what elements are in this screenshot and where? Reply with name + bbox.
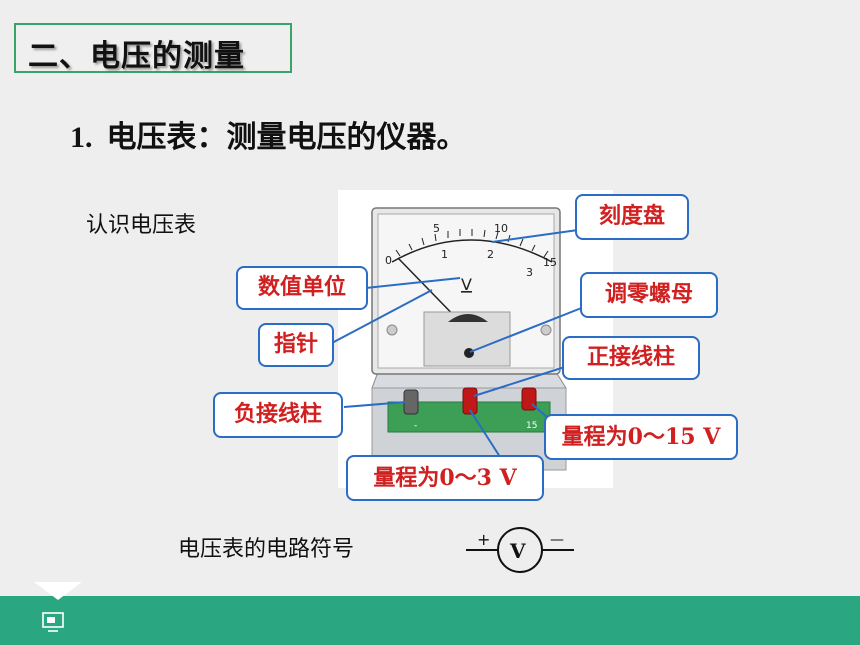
scale-arc (391, 239, 553, 263)
terminal-label-negative: - (414, 421, 417, 431)
heading: 1. 电压表：测量电压的仪器。 (70, 112, 467, 156)
scale-top-10: 10 (494, 222, 508, 235)
case-screw-left (386, 324, 398, 336)
callout-dial: 刻度盘 (575, 194, 689, 240)
scale-top-15: 15 (543, 256, 557, 269)
callout-unit: 数值单位 (236, 266, 368, 310)
section-title-box: 二、电压的测量 (14, 23, 292, 74)
heading-number: 1. (70, 121, 93, 154)
circuit-symbol-label: 电压表的电路符号 (178, 537, 355, 562)
presentation-icon[interactable] (42, 612, 64, 632)
terminal-3v (462, 387, 478, 415)
scale-ticks (395, 229, 549, 258)
footer-bar (0, 596, 860, 645)
recognize-label: 认识电压表 (86, 213, 197, 238)
callout-pointer: 指针 (258, 323, 334, 367)
scale-bottom-3: 3 (526, 266, 533, 279)
symbol-letter: V (509, 539, 526, 563)
callout-positive-terminal: 正接线柱 (562, 336, 700, 380)
symbol-minus: — (550, 532, 564, 548)
section-title: 二、电压的测量 (28, 39, 245, 74)
voltmeter-symbol-circle (497, 527, 543, 573)
scale-bottom-0: 0 (385, 254, 392, 267)
scale-top-5: 5 (433, 222, 440, 235)
pointer-pivot (448, 314, 488, 322)
scale-bottom-2: 2 (487, 248, 494, 261)
symbol-plus: + (477, 530, 490, 549)
callout-range-15: 量程为0～15 V (544, 414, 738, 460)
terminal-label-15: 15 (526, 421, 537, 431)
zero-adjust-screw (464, 348, 474, 358)
callout-negative-terminal: 负接线柱 (213, 392, 343, 438)
negative-terminal (403, 389, 419, 415)
scale-bottom-1: 1 (441, 248, 448, 261)
heading-text: 电压表：测量电压的仪器。 (106, 120, 467, 155)
callout-zero-screw: 调零螺母 (580, 272, 718, 318)
case-screw-right (540, 324, 552, 336)
callout-range-3: 量程为0～3 V (346, 455, 544, 501)
meter-unit: V (461, 275, 472, 294)
callout-lines (329, 229, 585, 461)
footer-notch (34, 582, 82, 600)
